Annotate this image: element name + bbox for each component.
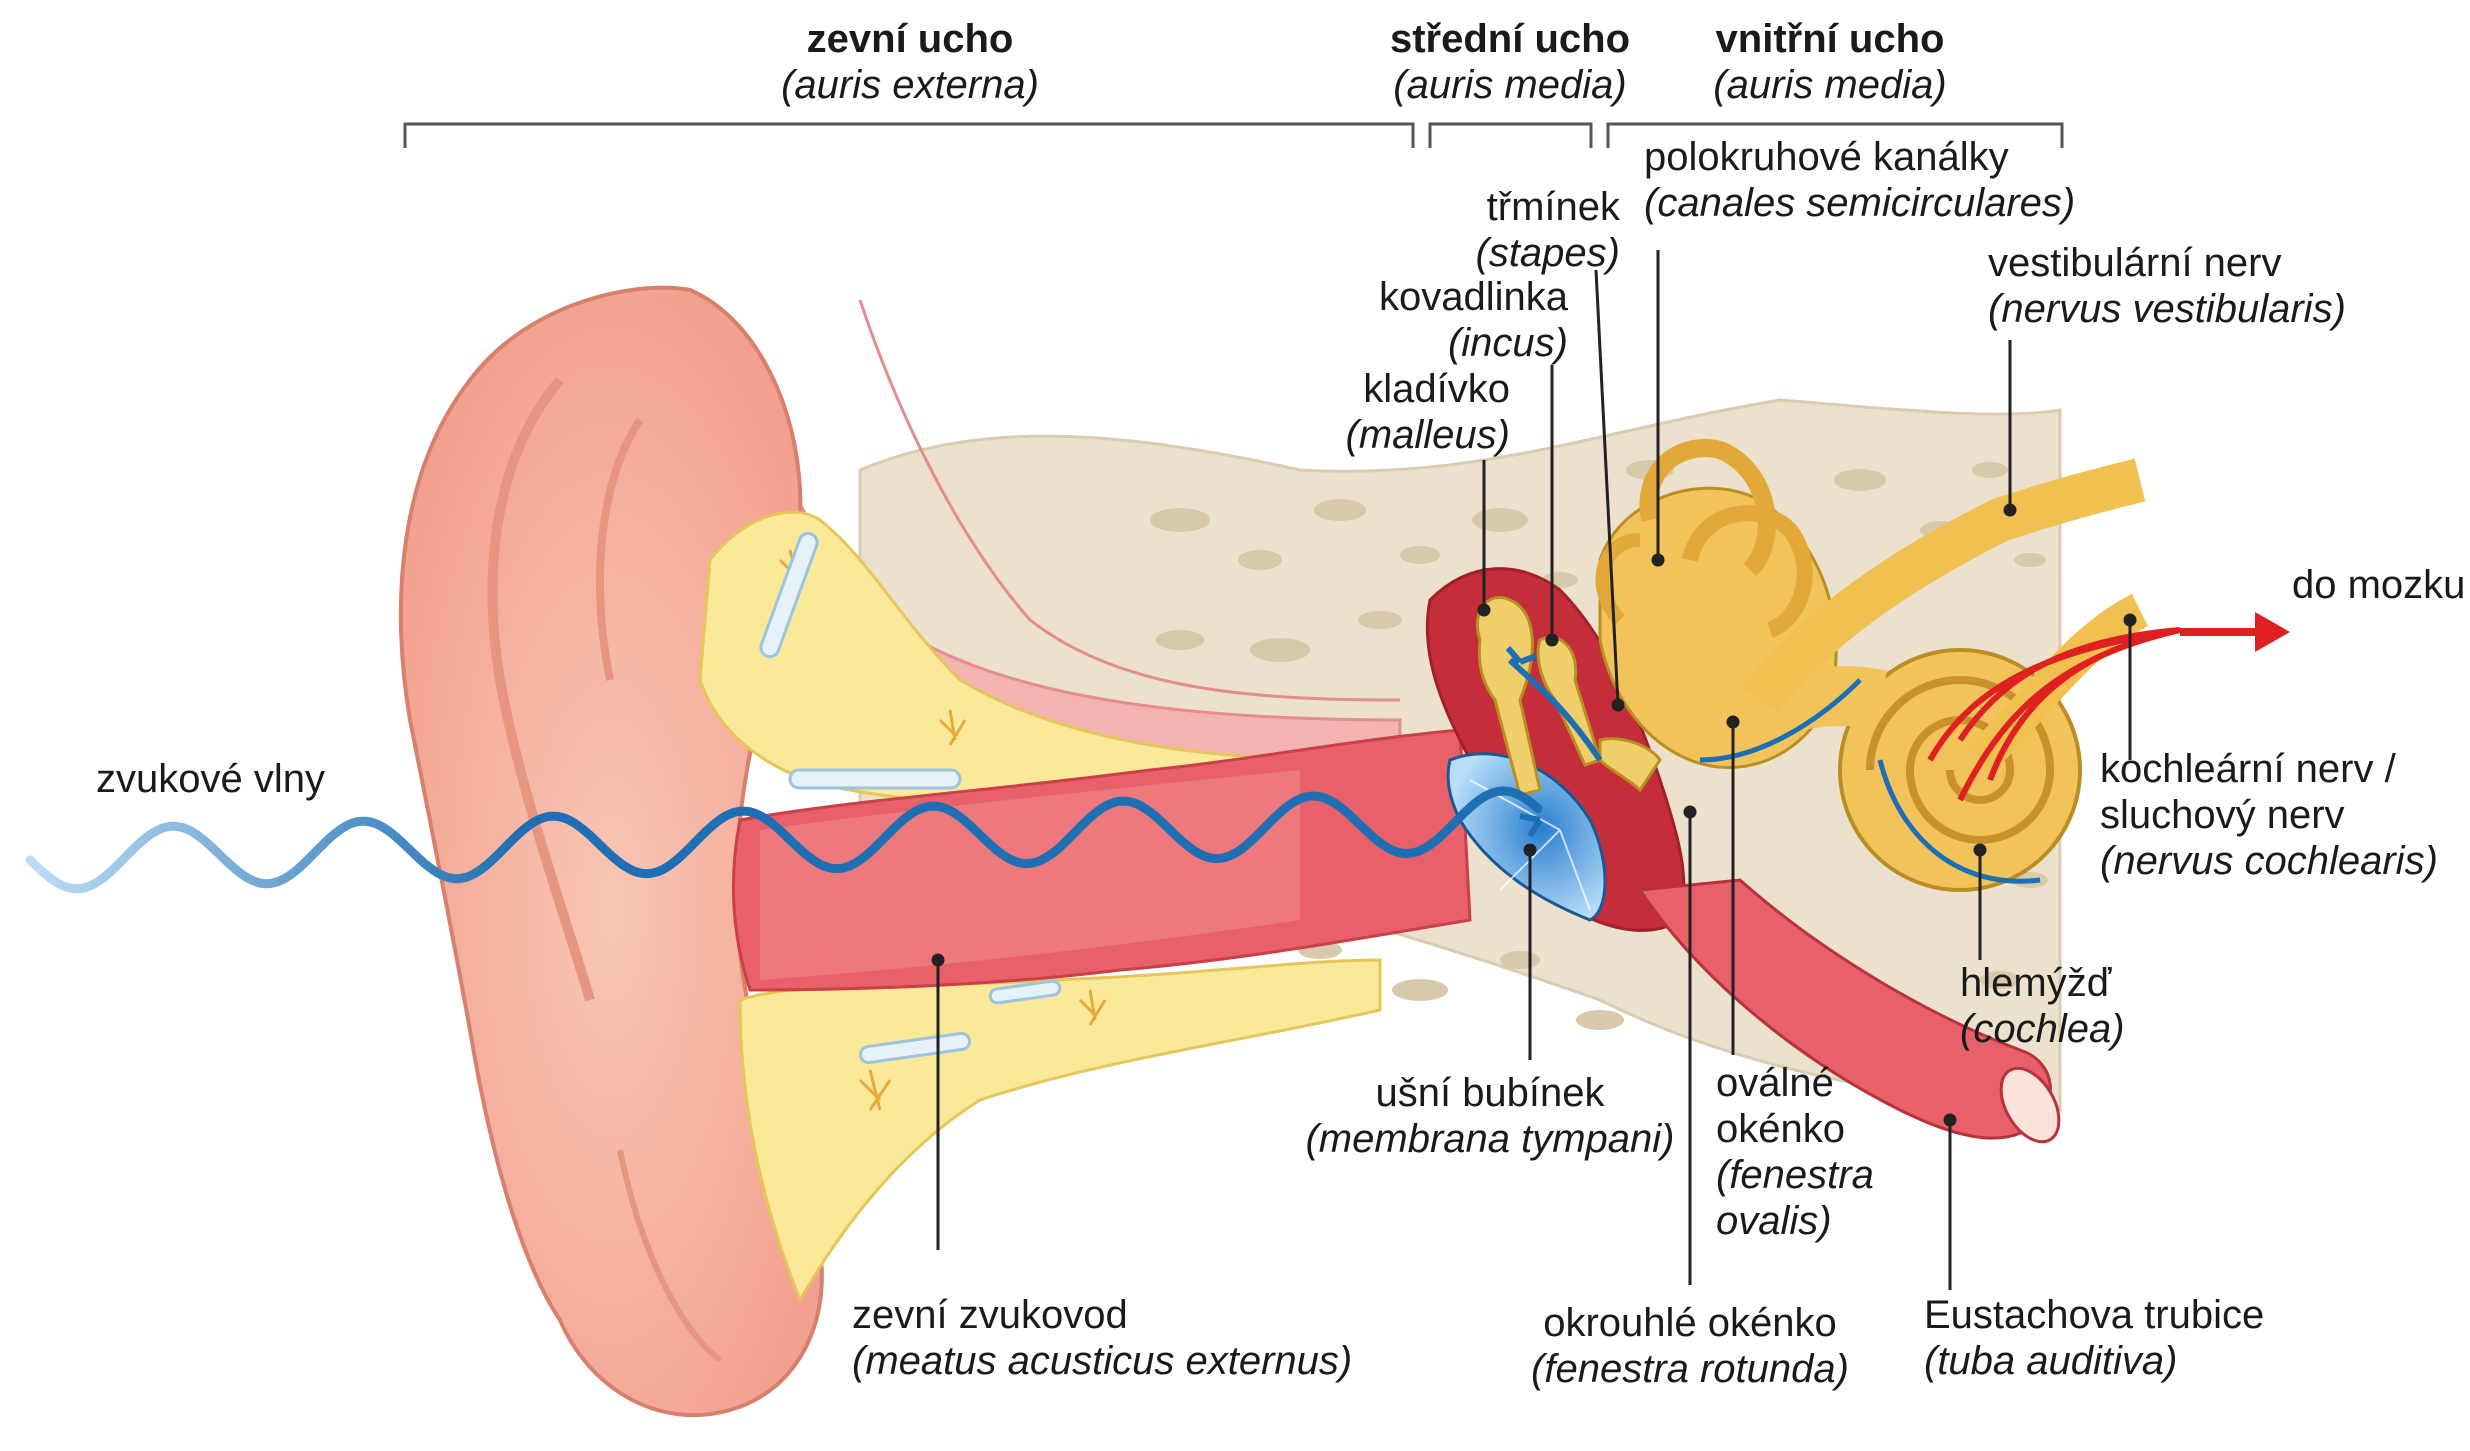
cochlea-name: hlemýžď — [1960, 960, 2125, 1006]
middle-ear-header: střední ucho (auris media) — [1360, 16, 1660, 108]
cochlear-nerve-label: kochleární nerv / sluchový nerv (nervus … — [2100, 746, 2438, 884]
cochlear-latin: (nervus cochlearis) — [2100, 838, 2438, 884]
incus-label: kovadlinka (incus) — [1320, 274, 1568, 366]
to-brain-label: do mozku — [2292, 562, 2465, 608]
eardrum-label: ušní bubínek (membrana tympani) — [1280, 1070, 1700, 1162]
inner-ear-header: vnitřní ucho (auris media) — [1680, 16, 1980, 108]
canals-name: polokruhové kanálky — [1644, 134, 2075, 180]
eustachian-tube-label: Eustachova trubice (tuba auditiva) — [1924, 1292, 2264, 1384]
outer-ear-name: zevní ucho — [720, 16, 1100, 62]
outer-ear-latin: (auris externa) — [720, 62, 1100, 108]
stapes-latin: (stapes) — [1380, 230, 1620, 276]
round-window-label: okrouhlé okénko (fenestra rotunda) — [1500, 1300, 1880, 1392]
ear-canal-label: zevní zvukovod (meatus acusticus externu… — [852, 1292, 1352, 1384]
middle-ear-name: střední ucho — [1360, 16, 1660, 62]
malleus-label: kladívko (malleus) — [1290, 366, 1510, 458]
semicircular-canals-label: polokruhové kanálky (canales semicircula… — [1644, 134, 2075, 226]
vestibular-nerve-label: vestibulární nerv (nervus vestibularis) — [1988, 240, 2346, 332]
vestibular-name: vestibulární nerv — [1988, 240, 2346, 286]
ear-canal-name: zevní zvukovod — [852, 1292, 1352, 1338]
round-window-latin: (fenestra rotunda) — [1500, 1346, 1880, 1392]
oval-window-latin-line2: ovalis) — [1716, 1198, 1874, 1244]
oval-window-label: oválné okénko (fenestra ovalis) — [1716, 1060, 1874, 1244]
incus-latin: (incus) — [1320, 320, 1568, 366]
stapes-name: třmínek — [1380, 184, 1620, 230]
middle-ear-latin: (auris media) — [1360, 62, 1660, 108]
eardrum-latin: (membrana tympani) — [1280, 1116, 1700, 1162]
eardrum-name: ušní bubínek — [1280, 1070, 1700, 1116]
cochlea-label: hlemýžď (cochlea) — [1960, 960, 2125, 1052]
outer-ear-header: zevní ucho (auris externa) — [720, 16, 1100, 108]
to-brain-text: do mozku — [2292, 562, 2465, 608]
oval-window-name-line2: okénko — [1716, 1106, 1874, 1152]
cochlear-name-line1: kochleární nerv / — [2100, 746, 2438, 792]
sound-waves-label: zvukové vlny — [96, 756, 325, 802]
malleus-name: kladívko — [1290, 366, 1510, 412]
eustachian-name: Eustachova trubice — [1924, 1292, 2264, 1338]
vestibular-latin: (nervus vestibularis) — [1988, 286, 2346, 332]
malleus-latin: (malleus) — [1290, 412, 1510, 458]
cochlear-name-line2: sluchový nerv — [2100, 792, 2438, 838]
stapes-label: třmínek (stapes) — [1380, 184, 1620, 276]
canals-latin: (canales semicirculares) — [1644, 180, 2075, 226]
oval-window-name-line1: oválné — [1716, 1060, 1874, 1106]
eustachian-latin: (tuba auditiva) — [1924, 1338, 2264, 1384]
incus-name: kovadlinka — [1320, 274, 1568, 320]
inner-ear-name: vnitřní ucho — [1680, 16, 1980, 62]
round-window-name: okrouhlé okénko — [1500, 1300, 1880, 1346]
ear-canal-latin: (meatus acusticus externus) — [852, 1338, 1352, 1384]
sound-waves-text: zvukové vlny — [96, 756, 325, 802]
cochlea-latin: (cochlea) — [1960, 1006, 2125, 1052]
inner-ear-latin: (auris media) — [1680, 62, 1980, 108]
oval-window-latin-line1: (fenestra — [1716, 1152, 1874, 1198]
